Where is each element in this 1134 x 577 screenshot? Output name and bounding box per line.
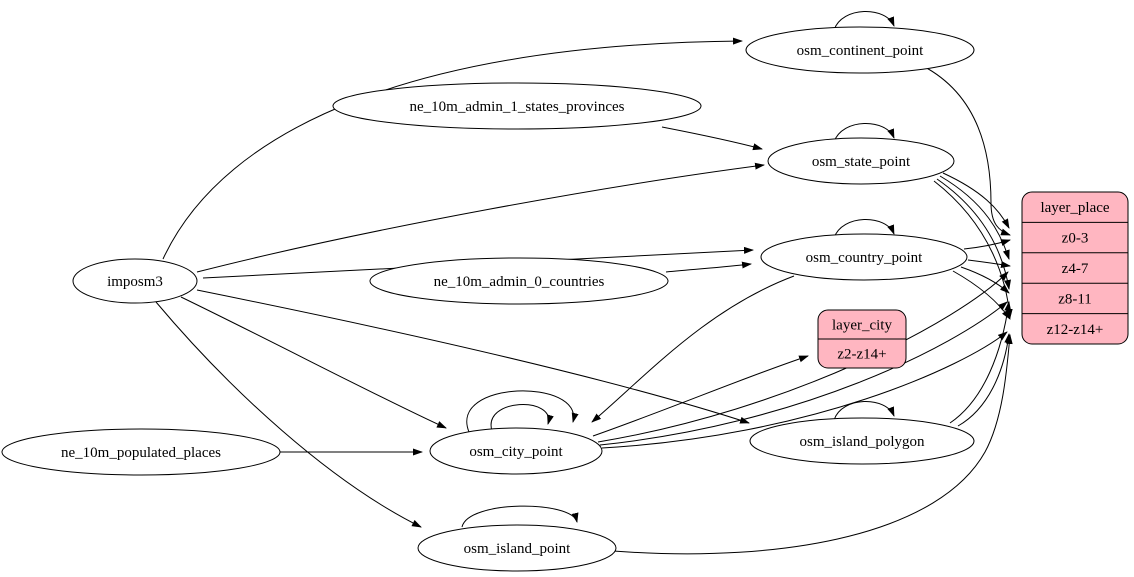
node-osm_continent_point: osm_continent_point — [745, 26, 975, 74]
node-label-ne_10m_populated_places: ne_10m_populated_places — [61, 445, 221, 461]
edge-osm_city_point-to-layer_place:z4-7 — [597, 271, 1009, 443]
node-layer_city: layer_city z2-z14+ — [817, 309, 907, 369]
edge-osm_island_point-to-osm_island_point — [461, 505, 579, 528]
edges-layer — [155, 11, 1013, 555]
record-row-layer_place-0: layer_place — [1040, 200, 1109, 216]
node-osm_city_point: osm_city_point — [429, 427, 603, 475]
node-shape-osm_city_point — [429, 427, 603, 475]
edge-imposm3-to-osm_continent_point — [162, 37, 743, 260]
record-row-layer_place-3: z8-11 — [1058, 291, 1092, 307]
node-shape-osm_island_polygon — [749, 417, 975, 465]
edge-osm_state_point-to-osm_state_point — [833, 123, 895, 143]
edge-osm_country_point-to-layer_place:z8-11 — [960, 266, 1010, 294]
record-row-layer_city-1: z2-z14+ — [837, 347, 886, 363]
edge-osm_island_point-to-layer_place:z12-z14+ — [612, 334, 1013, 555]
edge-osm_state_point-to-layer_place:z4-7 — [939, 175, 1010, 260]
edge-osm_continent_point-to-osm_continent_point — [833, 11, 895, 31]
node-osm_state_point: osm_state_point — [767, 137, 955, 185]
edge-osm_continent_point-to-layer_place:z0-3 — [922, 65, 1011, 236]
edge-imposm3-to-osm_island_polygon — [196, 289, 750, 424]
node-label-ne_10m_admin_0_countries: ne_10m_admin_0_countries — [434, 274, 605, 290]
edge-osm_island_polygon-to-layer_place:z12-z14+ — [957, 333, 1012, 427]
record-row-layer_place-4: z12-z14+ — [1047, 322, 1104, 338]
edge-imposm3-to-osm_city_point — [180, 296, 447, 429]
record-row-layer_city-0: layer_city — [832, 318, 892, 334]
node-shape-osm_state_point — [767, 137, 955, 185]
edge-osm_state_point-to-layer_place:z0-3 — [942, 172, 1010, 229]
node-shape-imposm3 — [72, 258, 198, 304]
node-shape-ne_10m_populated_places — [1, 428, 281, 476]
edge-osm_city_point-to-layer_city:z2-z14+ — [592, 355, 809, 437]
node-label-osm_city_point: osm_city_point — [469, 444, 563, 460]
node-osm_island_point: osm_island_point — [417, 524, 617, 572]
node-label-osm_island_point: osm_island_point — [464, 541, 572, 557]
node-ne_10m_admin_1_states_provinces: ne_10m_admin_1_states_provinces — [332, 82, 702, 130]
edge-osm_city_point-to-layer_place:z12-z14+ — [601, 331, 1008, 449]
edge-osm_country_point-to-layer_place:z0-3 — [963, 239, 1011, 250]
node-label-osm_continent_point: osm_continent_point — [797, 43, 924, 59]
node-shape-osm_continent_point — [745, 26, 975, 74]
node-shape-ne_10m_admin_0_countries — [369, 257, 669, 305]
node-ne_10m_admin_0_countries: ne_10m_admin_0_countries — [369, 257, 669, 305]
record-row-layer_place-2: z4-7 — [1062, 261, 1089, 277]
edge-osm_country_point-to-osm_city_point — [591, 275, 795, 423]
edge-imposm3-to-osm_state_point — [196, 162, 765, 273]
node-label-osm_state_point: osm_state_point — [812, 154, 911, 170]
node-label-imposm3: imposm3 — [107, 274, 163, 290]
edge-osm_country_point-to-osm_country_point — [833, 219, 895, 239]
node-label-osm_country_point: osm_country_point — [806, 250, 923, 266]
node-layer_place: layer_place z0-3 z4-7 z8-11 z12-z14+ — [1021, 191, 1129, 345]
node-label-ne_10m_admin_1_states_provinces: ne_10m_admin_1_states_provinces — [410, 99, 625, 115]
record-box-layer_place — [1021, 191, 1129, 345]
record-row-layer_place-1: z0-3 — [1062, 231, 1089, 247]
node-shape-osm_country_point — [760, 233, 968, 281]
node-imposm3: imposm3 — [72, 258, 198, 304]
node-ne_10m_populated_places: ne_10m_populated_places — [1, 428, 281, 476]
edge-osm_city_point-to-layer_place:z8-11 — [599, 301, 1008, 446]
edge-ne_10m_admin_0_countries-to-osm_country_point — [665, 261, 752, 273]
edge-imposm3-to-osm_island_point — [155, 301, 422, 528]
node-shape-osm_island_point — [417, 524, 617, 572]
nodes-layer: imposm3 ne_10m_admin_1_states_provincesne… — [1, 26, 1129, 572]
edge-osm_country_point-to-layer_place:z4-7 — [967, 259, 1011, 268]
edge-osm_island_polygon-to-osm_island_polygon — [833, 401, 895, 421]
node-osm_island_polygon: osm_island_polygon — [749, 417, 975, 465]
node-label-osm_island_polygon: osm_island_polygon — [799, 434, 925, 450]
edge-ne_10m_admin_1_states_provinces-to-osm_state_point — [661, 126, 763, 151]
node-shape-ne_10m_admin_1_states_provinces — [332, 82, 702, 130]
edge-osm_city_point-to-osm_city_point — [490, 404, 554, 432]
node-osm_country_point: osm_country_point — [760, 233, 968, 281]
edge-osm_island_polygon-to-layer_place:z8-11 — [949, 301, 1012, 424]
edge-osm_city_point-to-osm_city_point — [466, 390, 579, 433]
